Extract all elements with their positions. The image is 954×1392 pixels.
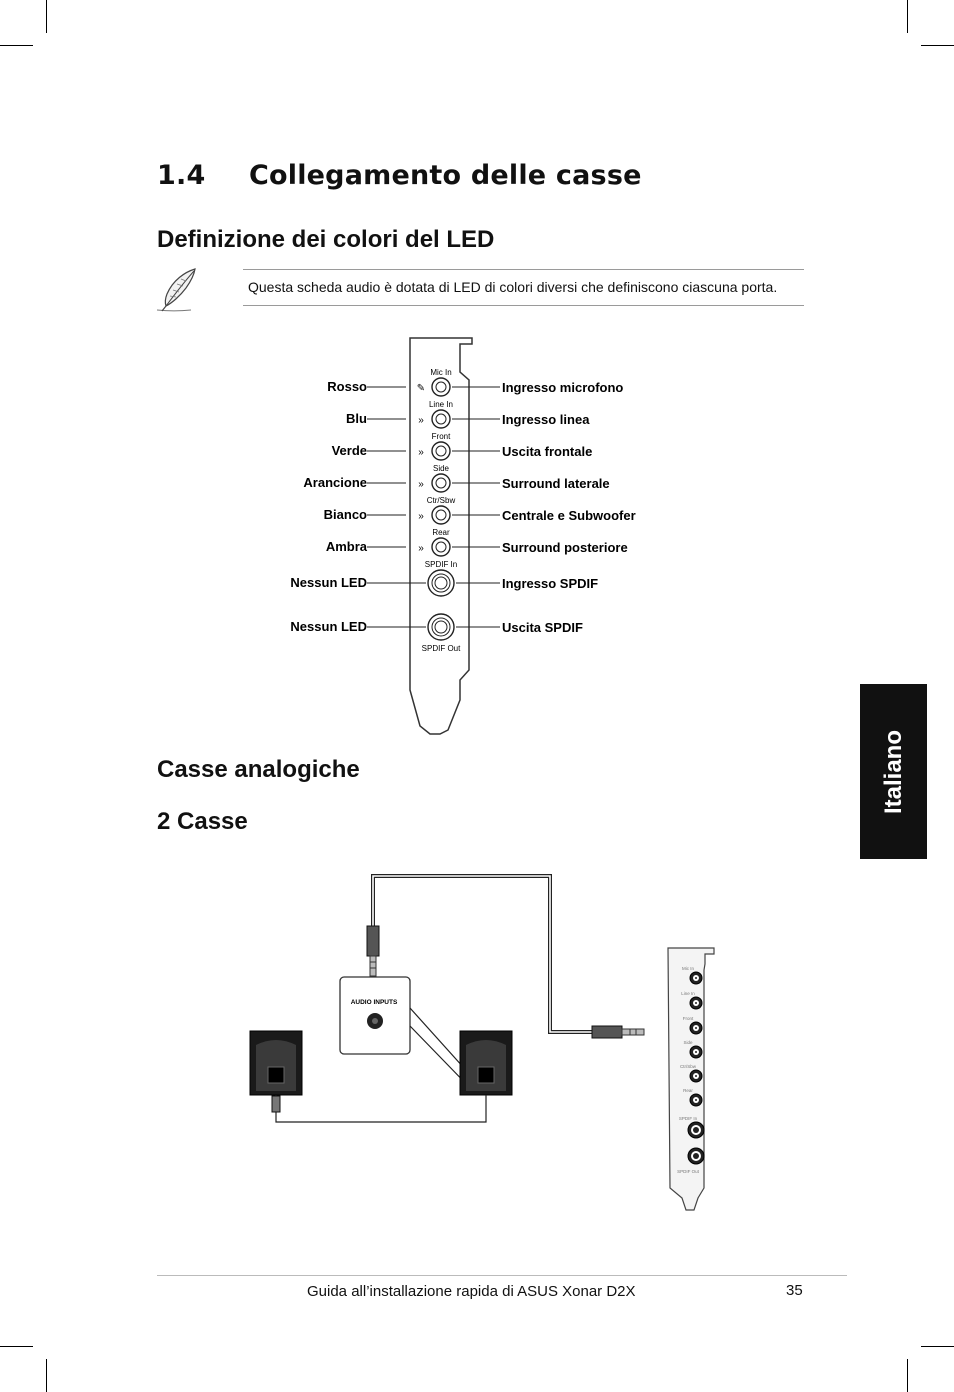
- port-label: Mic In: [682, 966, 694, 971]
- led-color-label: Nessun LED: [290, 575, 367, 590]
- port-label: Mic In: [430, 368, 451, 377]
- led-color-label: Blu: [346, 411, 367, 426]
- crop-mark: [0, 1346, 33, 1347]
- port-label: SPDIF In: [425, 560, 457, 569]
- port-label: Rear: [683, 1088, 693, 1093]
- led-color-label: Ambra: [326, 539, 368, 554]
- page-number: 35: [786, 1282, 803, 1299]
- two-speakers-subheading: 2 Casse: [157, 808, 248, 835]
- crop-mark: [46, 1359, 47, 1392]
- port-label: SPDIF In: [679, 1116, 698, 1121]
- crop-mark: [907, 1359, 908, 1392]
- port-label: SPDIF Out: [422, 644, 461, 653]
- port-function-label: Uscita SPDIF: [502, 620, 583, 635]
- language-label: Italiano: [879, 729, 907, 814]
- port-function-label: Ingresso linea: [502, 412, 590, 427]
- audio-plug: [591, 1025, 645, 1039]
- card-bracket: [409, 337, 473, 735]
- port-function-label: Uscita frontale: [502, 444, 592, 459]
- footer-rule: [157, 1275, 847, 1276]
- port-label: Rear: [432, 528, 450, 537]
- footer-title: Guida all’installazione rapida di ASUS X…: [307, 1283, 636, 1300]
- port-function-label: Ingresso SPDIF: [502, 576, 598, 591]
- led-color-label: Verde: [332, 443, 367, 458]
- port-label: Side: [433, 464, 450, 473]
- port-label: Ctr/Sbw: [680, 1064, 697, 1069]
- port-label: Ctr/Sbw: [427, 496, 456, 505]
- section-number: 1.4: [157, 160, 206, 191]
- speaker-link-wire: [275, 1095, 487, 1123]
- led-color-label: Nessun LED: [290, 619, 367, 634]
- section-heading: 1.4 Collegamento delle casse: [157, 160, 642, 191]
- speaker-right: [459, 1030, 513, 1096]
- port-label: Line In: [429, 400, 453, 409]
- led-section-heading: Definizione dei colori del LED: [157, 226, 495, 253]
- port-function-label: Ingresso microfono: [502, 380, 623, 395]
- port-label: Front: [683, 1016, 694, 1021]
- port-label: Front: [432, 432, 451, 441]
- audio-wave-icon: »: [418, 511, 424, 522]
- note-text: Questa scheda audio è dotata di LED di c…: [248, 279, 778, 295]
- speaker-left: [249, 1030, 303, 1096]
- led-color-label: Arancione: [303, 475, 367, 490]
- led-color-label: Bianco: [324, 507, 367, 522]
- note-top-rule: [243, 269, 804, 270]
- audio-wave-icon: »: [418, 415, 424, 426]
- port-label: Side: [683, 1040, 693, 1045]
- crop-mark: [46, 0, 47, 33]
- section-title: Collegamento delle casse: [249, 160, 642, 191]
- audio-plug: [366, 925, 380, 977]
- port-function-label: Surround posteriore: [502, 540, 628, 555]
- audio-wave-icon: »: [418, 479, 424, 490]
- port-label: SPDIF Out: [677, 1169, 700, 1174]
- note-bottom-rule: [243, 305, 804, 306]
- port-label: Line In: [681, 991, 695, 996]
- port-function-label: Surround laterale: [502, 476, 610, 491]
- crop-mark: [921, 1346, 954, 1347]
- led-color-label: Rosso: [327, 379, 367, 394]
- two-speaker-connection-diagram: AUDIO INPUTS Mic In Line In FrontSideCtr/S…: [249, 874, 715, 1211]
- microphone-icon: ✎: [417, 383, 425, 394]
- language-side-tab: Italiano: [860, 684, 927, 859]
- crop-mark: [0, 45, 33, 46]
- audio-wave-icon: »: [418, 447, 424, 458]
- port-function-label: Centrale e Subwoofer: [502, 508, 636, 523]
- crop-mark: [921, 45, 954, 46]
- audio-wave-icon: »: [418, 543, 424, 554]
- audio-inputs-label: AUDIO INPUTS: [351, 999, 398, 1006]
- crop-mark: [907, 0, 908, 33]
- feather-note-icon: [156, 268, 196, 312]
- analog-section-heading: Casse analogiche: [157, 756, 360, 783]
